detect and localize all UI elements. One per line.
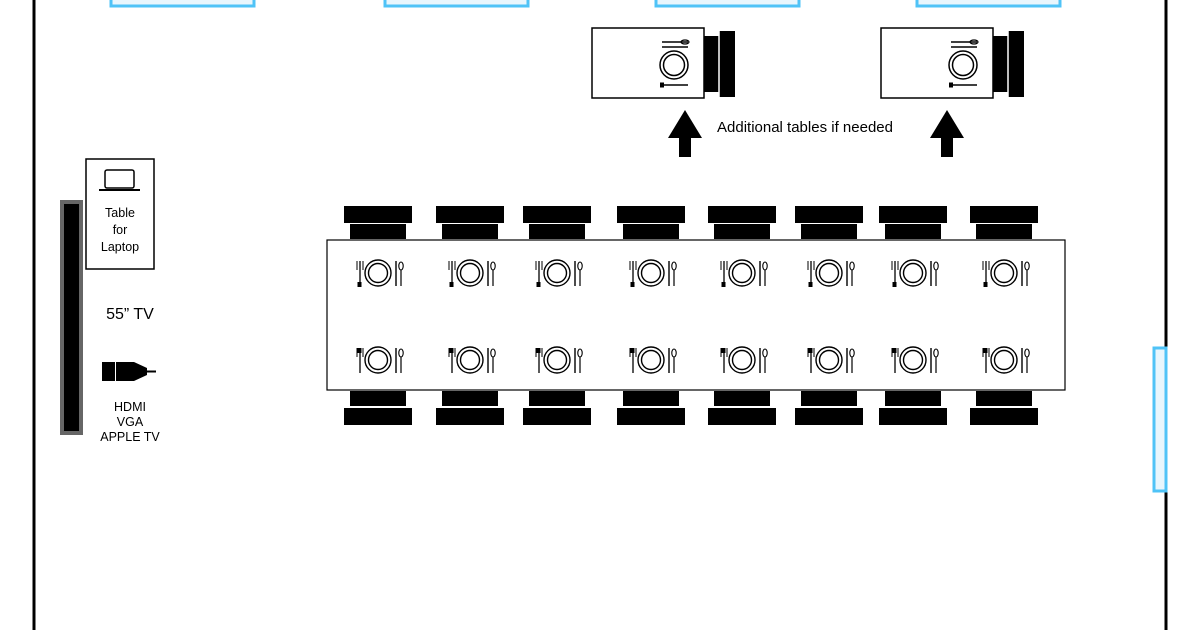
place-setting-icon [720, 259, 768, 287]
chair [795, 206, 863, 239]
place-setting-icon [356, 346, 404, 374]
window-right [1152, 346, 1168, 493]
laptop-table-label-line: Table [105, 206, 135, 220]
window-top-4 [915, 0, 1062, 8]
arrow-up-icon [930, 110, 964, 157]
chairs-top-row [344, 206, 1038, 239]
hdmi-connector-icon [102, 362, 156, 381]
ports-label: HDMI VGA APPLE TV [90, 400, 170, 445]
tv-label: 55” TV [106, 306, 154, 323]
chair [436, 206, 504, 239]
additional-table-1 [591, 27, 735, 99]
main-table [326, 239, 1066, 391]
chair [970, 206, 1038, 239]
port-apple-tv: APPLE TV [100, 430, 160, 444]
chair [879, 206, 947, 239]
place-setting-icon [982, 259, 1030, 287]
laptop-table [85, 158, 155, 270]
place-setting-icon [807, 346, 855, 374]
chairs-bottom-row [344, 391, 1038, 425]
chair [344, 391, 412, 425]
window-top-2 [383, 0, 530, 8]
chair [879, 391, 947, 425]
tv [60, 200, 83, 435]
place-setting-icon [807, 259, 855, 287]
arrow-up-icon [668, 110, 702, 157]
place-settings [356, 259, 1030, 374]
laptop-table-label-line: Laptop [100, 240, 140, 254]
place-setting-icon [356, 259, 404, 287]
place-setting-icon [629, 346, 677, 374]
chair [617, 391, 685, 425]
place-setting-icon [891, 259, 939, 287]
place-setting-icon [535, 259, 583, 287]
place-setting-icon [948, 39, 979, 88]
port-vga: VGA [116, 415, 144, 429]
chair [523, 206, 591, 239]
place-setting-icon [891, 346, 939, 374]
place-setting-icon [535, 346, 583, 374]
place-setting-icon [448, 346, 496, 374]
laptop-icon [99, 169, 140, 191]
room-walls [32, 0, 1168, 630]
chair [970, 391, 1038, 425]
chair [436, 391, 504, 425]
chair [708, 391, 776, 425]
chair [708, 206, 776, 239]
place-setting-icon [448, 259, 496, 287]
place-setting-icon [982, 346, 1030, 374]
place-setting-icon [659, 39, 690, 88]
laptop-table-label-line: for [112, 223, 128, 237]
chair [617, 206, 685, 239]
windows [109, 0, 1168, 493]
chair [344, 206, 412, 239]
window-top-3 [654, 0, 801, 8]
window-top-1 [109, 0, 256, 8]
chair [795, 391, 863, 425]
port-hdmi: HDMI [114, 400, 146, 414]
additional-table-2 [880, 27, 1024, 99]
laptop-table-label: Table for Laptop [86, 205, 154, 256]
additional-tables-label: Additional tables if needed [717, 119, 893, 136]
chair [523, 391, 591, 425]
place-setting-icon [629, 259, 677, 287]
place-setting-icon [720, 346, 768, 374]
